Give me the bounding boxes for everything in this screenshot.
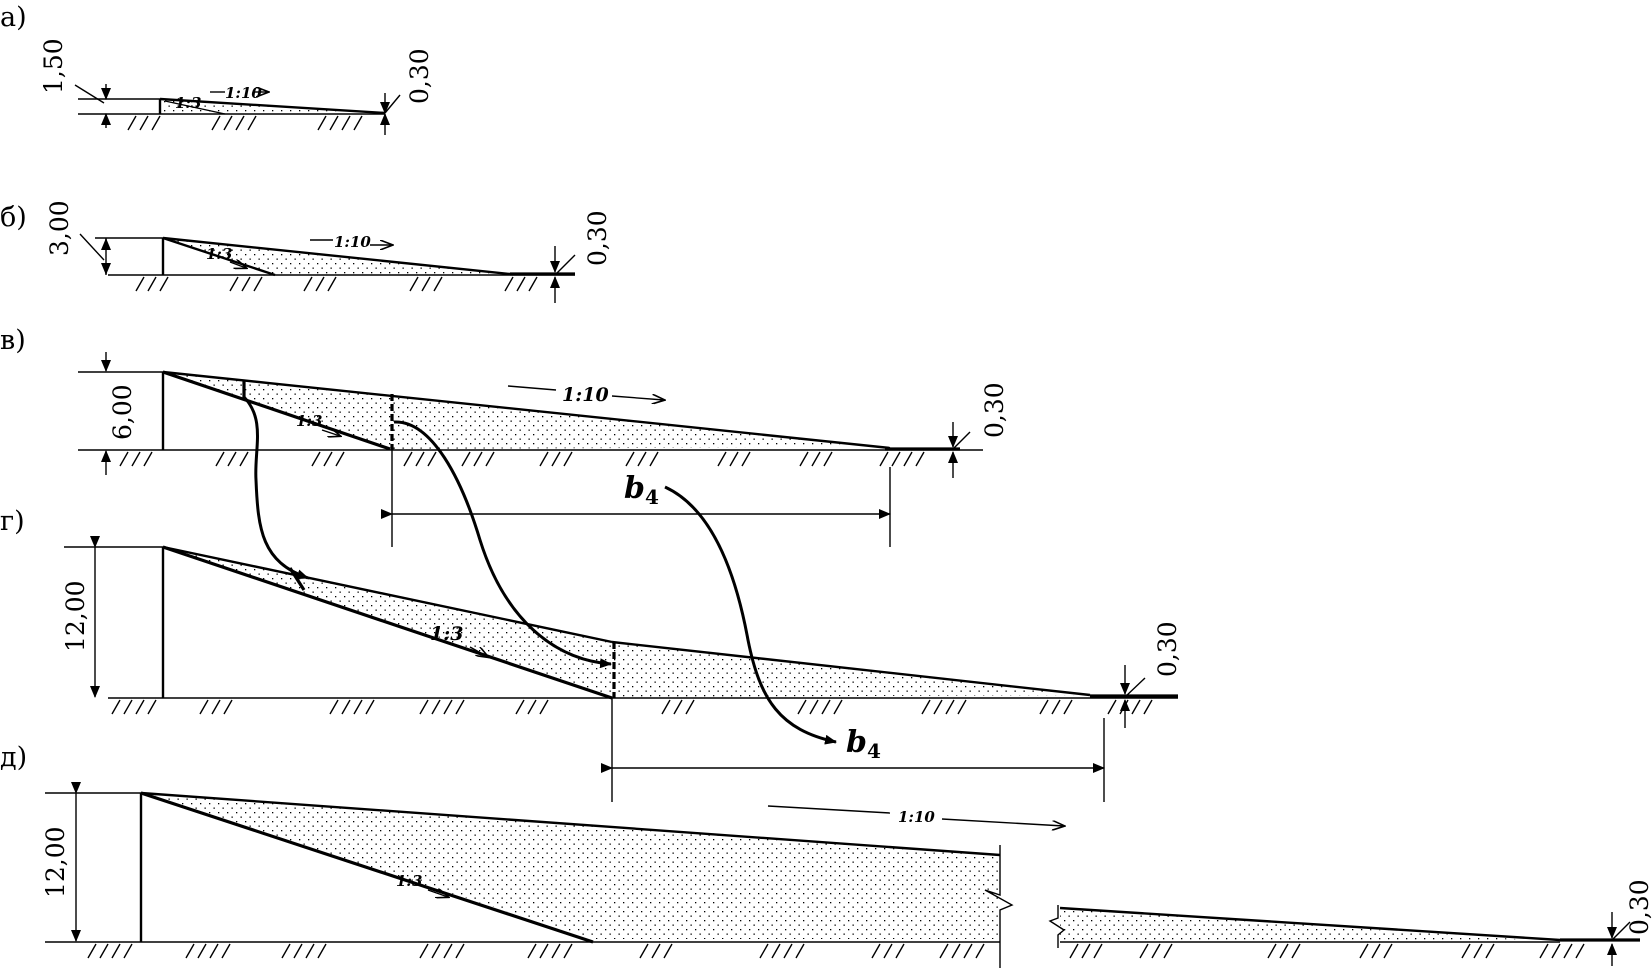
steep-slope-label-g: 1:3 — [430, 623, 463, 645]
slope-line-a — [159, 97, 386, 115]
height-label-b: 3,00 — [45, 200, 74, 256]
toe-label-d: 0,30 — [1625, 879, 1652, 935]
panel-label-g: г) — [0, 506, 25, 537]
gentle-slope-label-a: 1:10 — [225, 84, 262, 102]
slope-line-d-right — [1059, 906, 1561, 942]
toe-label-g: 0,30 — [1153, 621, 1182, 677]
steep-slope-label-b: 1:3 — [206, 245, 232, 263]
steep-slope-label-a: 1:3 — [175, 94, 201, 112]
toe-label-a: 0,30 — [405, 48, 434, 104]
break-line-right — [1048, 905, 1066, 948]
height-label-g: 12,00 — [61, 580, 90, 652]
toe-label-b: 0,30 — [583, 210, 612, 266]
steep-slope-label-d: 1:3 — [396, 872, 422, 890]
panel-label-d: д) — [0, 742, 27, 773]
toe-label-v: 0,30 — [980, 382, 1009, 438]
transfer-curve-b4 — [664, 485, 837, 745]
panel-d: д) 12,00 0,30 1:10 1:3 — [0, 742, 1652, 968]
slope-line-b — [162, 236, 511, 276]
panel-g: г) 12,00 0,30 1:3 b4 — [0, 506, 1182, 802]
gentle-slope-label-d: 1:10 — [898, 808, 935, 826]
transfer-curve-2 — [393, 420, 612, 669]
slope-line-v — [162, 370, 891, 450]
panel-v: в) 6,00 0,30 1:10 1:3 b4 — [0, 325, 1009, 547]
steep-slope-line-g — [162, 545, 613, 700]
break-line-left — [984, 845, 1014, 968]
fill-region-d-left — [141, 793, 1000, 939]
height-label-d: 12,00 — [41, 826, 70, 898]
gentle-slope-label-b: 1:10 — [334, 233, 371, 251]
panel-a: а) 1,50 0,30 1:10 1:3 — [0, 2, 434, 135]
panel-label-b: б) — [0, 202, 27, 233]
steep-slope-line-d — [140, 791, 594, 944]
height-label-a: 1,50 — [39, 38, 68, 94]
panel-label-v: в) — [0, 325, 26, 356]
upper-slope-line-g — [162, 545, 613, 644]
panel-b: б) 3,00 0,30 1:10 1:3 — [0, 200, 612, 303]
b4-label-v: b4 — [624, 471, 659, 509]
gentle-slope-label-v: 1:10 — [562, 384, 609, 406]
steep-slope-label-v: 1:3 — [296, 412, 322, 430]
panel-label-a: а) — [0, 2, 27, 33]
slope-line-d-left — [140, 791, 1001, 857]
transfer-curve-1 — [242, 395, 309, 580]
height-label-v: 6,00 — [108, 384, 137, 440]
lower-slope-line-g — [611, 640, 1091, 697]
b4-label-g: b4 — [846, 725, 881, 763]
transfer-curves — [242, 395, 837, 745]
